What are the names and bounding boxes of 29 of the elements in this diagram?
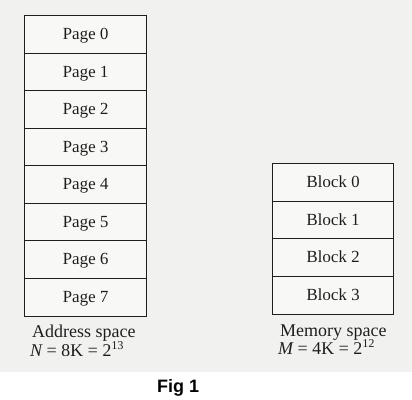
- row-label: Block 2: [306, 248, 360, 267]
- row-label: Block 0: [306, 173, 360, 192]
- row-label: Block 3: [306, 286, 360, 304]
- row-label: Page 0: [62, 25, 108, 44]
- page-row: [24, 52, 147, 92]
- block-row: [272, 200, 394, 240]
- page-row: [24, 278, 147, 316]
- block-row: [272, 276, 394, 314]
- page-row: [24, 15, 147, 54]
- row-label: Page 2: [62, 100, 108, 119]
- row-label: Page 6: [62, 250, 108, 269]
- row-label: Page 3: [62, 138, 108, 156]
- space-caption: Address space: [32, 322, 136, 341]
- figure-caption: Fig 1: [157, 377, 200, 397]
- page-row: [24, 202, 147, 242]
- page-row: [24, 128, 147, 166]
- page-row: [24, 240, 147, 279]
- row-label: Page 7: [62, 288, 108, 306]
- block-row: [272, 163, 394, 202]
- row-label: Page 4: [62, 175, 108, 194]
- row-label: Block 1: [306, 210, 360, 230]
- row-label: Page 5: [62, 212, 108, 232]
- size-formula: M = 4K = 2$^{12}$: [278, 339, 374, 359]
- size-formula: N = 8K = 2$^{13}$: [30, 341, 124, 361]
- row-label: Page 1: [62, 62, 108, 82]
- page-row: [24, 165, 147, 204]
- block-row: [272, 238, 394, 277]
- page-row: [24, 90, 147, 129]
- space-caption: Memory space: [280, 321, 386, 340]
